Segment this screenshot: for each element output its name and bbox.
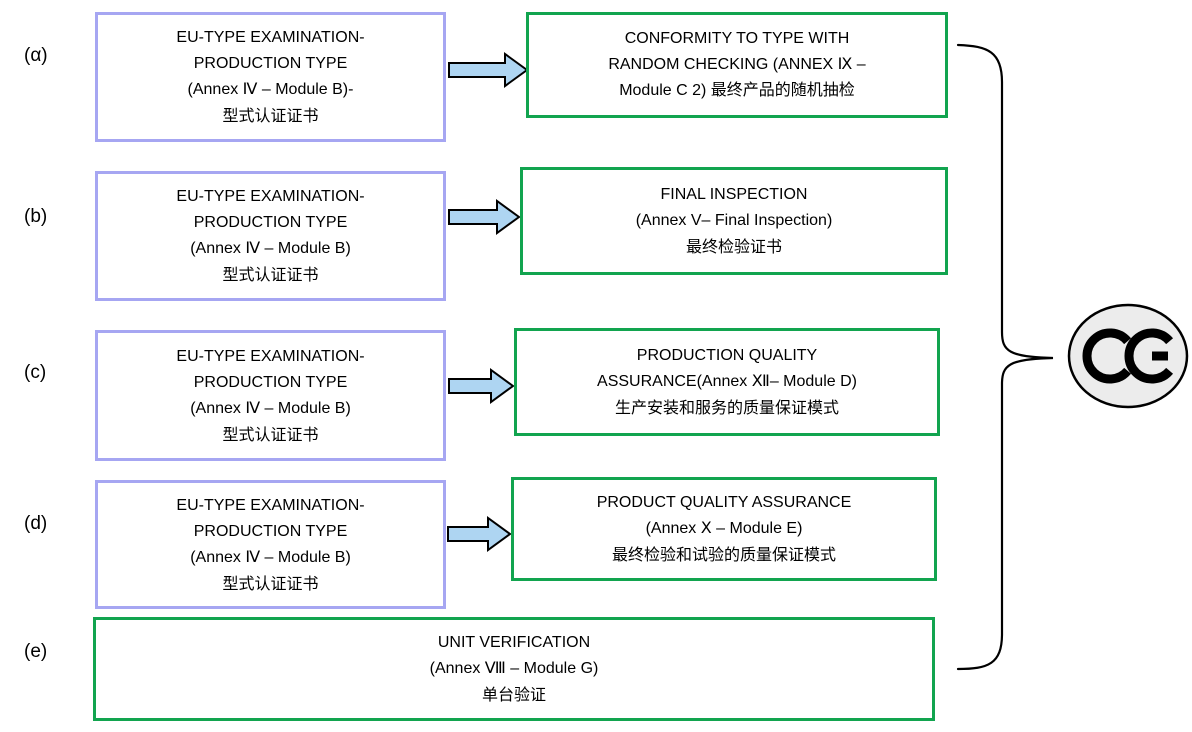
row-label-a: (α) <box>24 45 48 66</box>
row-label-b: (b) <box>24 206 48 227</box>
box-text-line: ASSURANCE(Annex Ⅻ– Module D) <box>597 373 857 390</box>
box-text-line: (Annex Ⅳ – Module B) <box>190 548 351 566</box>
box-text-line: UNIT VERIFICATION <box>437 634 591 651</box>
ce-logo <box>1067 303 1189 409</box>
arrow-icon <box>448 199 521 235</box>
eu-type-examination-box-d: EU-TYPE EXAMINATION- PRODUCTION TYPE (An… <box>95 480 446 609</box>
conformity-to-type-box: CONFORMITY TO TYPE WITH RANDOM CHECKING … <box>526 12 948 118</box>
box-text-line: 单台验证 <box>481 685 546 704</box>
unit-verification-box: UNIT VERIFICATION (Annex Ⅷ – Module G) 单… <box>93 617 935 721</box>
box-text-line: 型式认证证书 <box>222 424 319 444</box>
box-text-line: PRODUCT QUALITY ASSURANCE <box>596 494 852 511</box>
box-text-line: 生产安装和服务的质量保证模式 <box>614 398 839 417</box>
box-text-line: 型式认证证书 <box>222 106 319 125</box>
box-text-line: EU-TYPE EXAMINATION- <box>176 347 365 365</box>
box-text-line: PRODUCTION TYPE <box>193 55 348 72</box>
row-label-e: (e) <box>24 641 48 662</box>
box-text-line: (Annex V– Final Inspection) <box>635 212 833 229</box>
box-text-line: EU-TYPE EXAMINATION- <box>176 496 365 514</box>
grouping-brace <box>956 43 1054 671</box>
box-text-line: 型式认证证书 <box>222 265 319 284</box>
box-text-line: (Annex Ⅹ – Module E) <box>645 520 803 537</box>
arrow-icon <box>447 516 512 552</box>
box-text-line: CONFORMITY TO TYPE WITH <box>624 30 850 47</box>
eu-type-examination-box-a: EU-TYPE EXAMINATION- PRODUCTION TYPE (An… <box>95 12 446 142</box>
ce-letter-c <box>1082 328 1132 384</box>
box-text-line: (Annex Ⅳ – Module B) <box>190 240 351 257</box>
final-inspection-box: FINAL INSPECTION (Annex V– Final Inspect… <box>520 167 948 275</box>
eu-type-examination-box-c: EU-TYPE EXAMINATION- PRODUCTION TYPE (An… <box>95 330 446 461</box>
box-text-line: Module C 2) 最终产品的随机抽检 <box>619 82 855 99</box>
box-text-line: RANDOM CHECKING (ANNEX Ⅸ – <box>608 56 866 73</box>
box-text-line: PRODUCTION QUALITY <box>636 347 818 364</box>
row-label-d: (d) <box>24 513 48 534</box>
box-text-line: (Annex Ⅳ – Module B)- <box>187 81 354 98</box>
arrow-icon <box>448 368 515 404</box>
box-text-line: PRODUCTION TYPE <box>193 522 348 540</box>
product-quality-assurance-box: PRODUCT QUALITY ASSURANCE (Annex Ⅹ – Mod… <box>511 477 937 581</box>
box-text-line: (Annex Ⅷ – Module G) <box>429 660 599 677</box>
arrow-icon <box>448 52 529 88</box>
ce-letter-e <box>1124 328 1174 384</box>
box-text-line: (Annex Ⅳ – Module B) <box>190 399 351 417</box>
box-text-line: 最终检验证书 <box>685 237 782 256</box>
box-text-line: 型式认证证书 <box>222 573 319 593</box>
box-text-line: EU-TYPE EXAMINATION- <box>176 188 365 205</box>
box-text-line: FINAL INSPECTION <box>660 186 808 203</box>
box-text-line: PRODUCTION TYPE <box>193 373 348 391</box>
box-text-line: EU-TYPE EXAMINATION- <box>176 29 365 46</box>
production-quality-assurance-box: PRODUCTION QUALITY ASSURANCE(Annex Ⅻ– Mo… <box>514 328 940 436</box>
eu-type-examination-box-b: EU-TYPE EXAMINATION- PRODUCTION TYPE (An… <box>95 171 446 301</box>
box-text-line: 最终检验和试验的质量保证模式 <box>611 545 836 564</box>
box-text-line: PRODUCTION TYPE <box>193 214 348 231</box>
row-label-c: (c) <box>24 362 47 383</box>
